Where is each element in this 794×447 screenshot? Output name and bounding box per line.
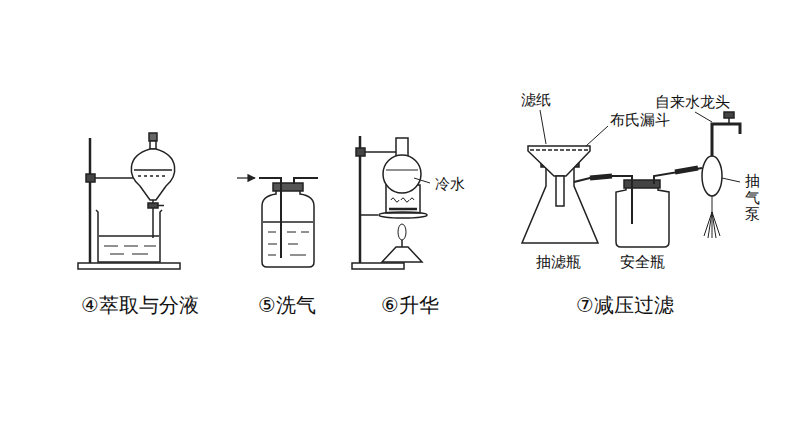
- part-label: 冷水: [435, 175, 465, 194]
- vacuum-filtration-setup: [522, 110, 740, 247]
- figure-caption: ⑦减压过滤: [576, 292, 674, 319]
- part-label: 安全瓶: [620, 253, 665, 272]
- part-label: 滤纸: [521, 91, 551, 110]
- part-label: 布氏漏斗: [610, 111, 670, 130]
- part-label: 抽气泵: [745, 173, 760, 223]
- part-label: 抽滤瓶: [536, 253, 581, 272]
- figure-caption: ⑥升华: [381, 292, 439, 319]
- gas-washing-bottle: [237, 178, 318, 267]
- separatory-funnel-setup: [78, 133, 180, 269]
- figure-caption: ⑤洗气: [258, 292, 316, 319]
- sublimation-setup: [352, 136, 430, 269]
- figure-caption: ④萃取与分液: [81, 292, 199, 319]
- part-label: 自来水龙头: [655, 93, 730, 112]
